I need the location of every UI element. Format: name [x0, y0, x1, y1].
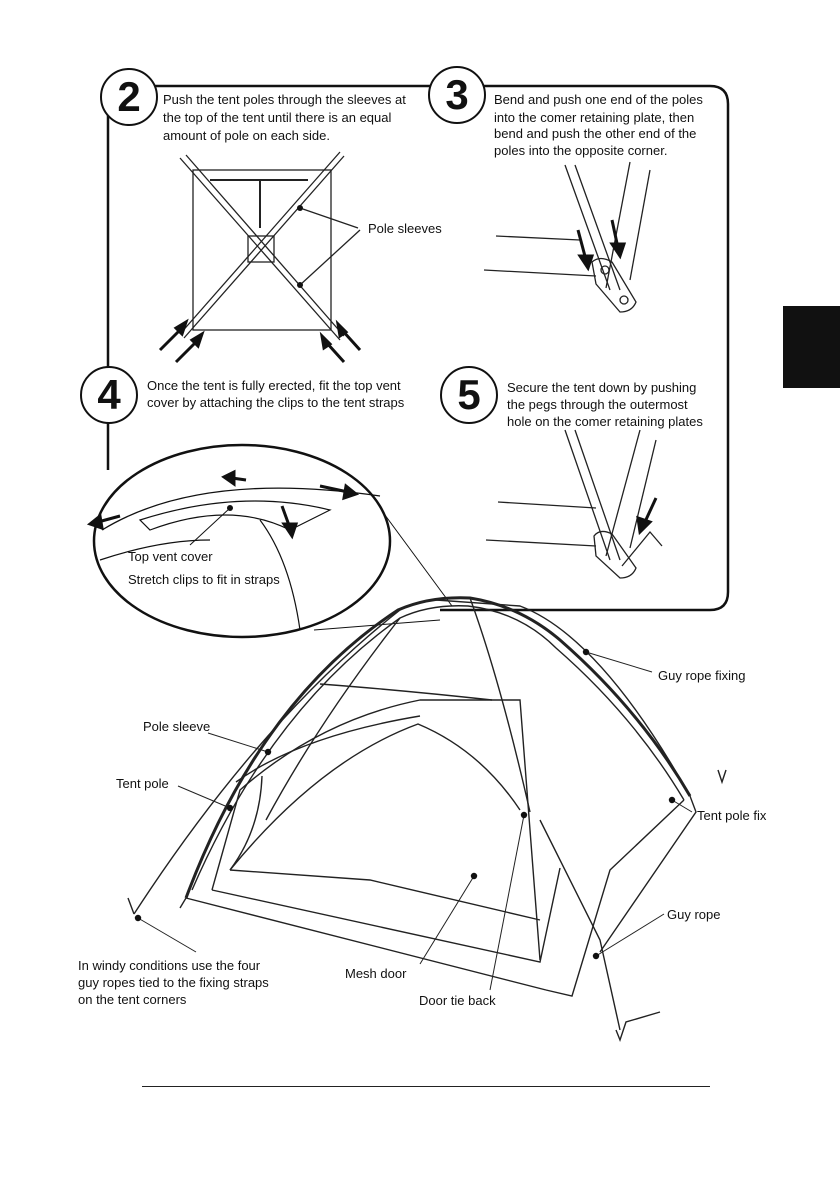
dome-tent-drawing	[127, 596, 727, 1043]
label-top-vent-cover: Top vent cover	[128, 549, 213, 564]
step-4-line-2: cover by attaching the clips to the tent…	[147, 395, 405, 410]
step-2-number: 2	[100, 68, 158, 126]
windy-note-line-1: In windy conditions use the four	[78, 958, 261, 973]
section-tab	[783, 306, 840, 388]
step-3-line-4: poles into the opposite corner.	[494, 143, 668, 158]
vent-magnifier	[92, 443, 453, 639]
step-2-line-2: the top of the tent until there is an eq…	[163, 110, 392, 125]
step-5-number: 5	[440, 366, 498, 424]
push-arrow-5	[636, 497, 658, 536]
windy-note-line-3: on the tent corners	[78, 992, 187, 1007]
step-3-number: 3	[428, 66, 486, 124]
windy-note-line-2: guy ropes tied to the fixing straps	[78, 975, 269, 990]
label-mesh-door: Mesh door	[345, 966, 407, 981]
label-door-tie-back: Door tie back	[419, 993, 496, 1008]
step-5-line-3: hole on the comer retaining plates	[507, 414, 703, 429]
clip-arrows	[86, 469, 360, 540]
label-pole-sleeves: Pole sleeves	[368, 221, 442, 236]
insert-arrows-3	[576, 219, 627, 272]
callout-leaders	[137, 651, 693, 991]
step-2-line-3: amount of pole on each side.	[163, 128, 330, 143]
step-5-line-2: the pegs through the outermost	[507, 397, 688, 412]
pole-sleeve-dots	[297, 205, 303, 288]
step-2-line-1: Push the tent poles through the sleeves …	[163, 92, 406, 107]
push-arrows	[158, 318, 362, 364]
label-guy-rope: Guy rope	[667, 907, 721, 922]
label-tent-pole-fixing: Tent pole fix	[697, 808, 767, 823]
callout-dots	[134, 648, 676, 960]
step-4-number: 4	[80, 366, 138, 424]
label-guy-rope-fixing: Guy rope fixing	[658, 668, 746, 683]
step-3-line-3: bend and push the other end of the	[494, 126, 697, 141]
label-stretch-clips: Stretch clips to fit in straps	[128, 572, 280, 587]
step-3-line-1: Bend and push one end of the poles	[494, 92, 703, 107]
instruction-panel-frame	[106, 84, 730, 612]
footer-rule	[142, 1086, 710, 1087]
retaining-plate-diagram-3	[483, 161, 651, 313]
step-5-line-1: Secure the tent down by pushing	[507, 380, 697, 395]
peg-plate-diagram-5	[485, 429, 663, 579]
tent-frame-diagram	[179, 151, 361, 341]
label-pole-sleeve: Pole sleeve	[143, 719, 211, 734]
step-3-line-2: into the comer retaining plate, then	[494, 110, 695, 125]
label-tent-pole: Tent pole	[116, 776, 169, 791]
step-4-line-1: Once the tent is fully erected, fit the …	[147, 378, 401, 393]
